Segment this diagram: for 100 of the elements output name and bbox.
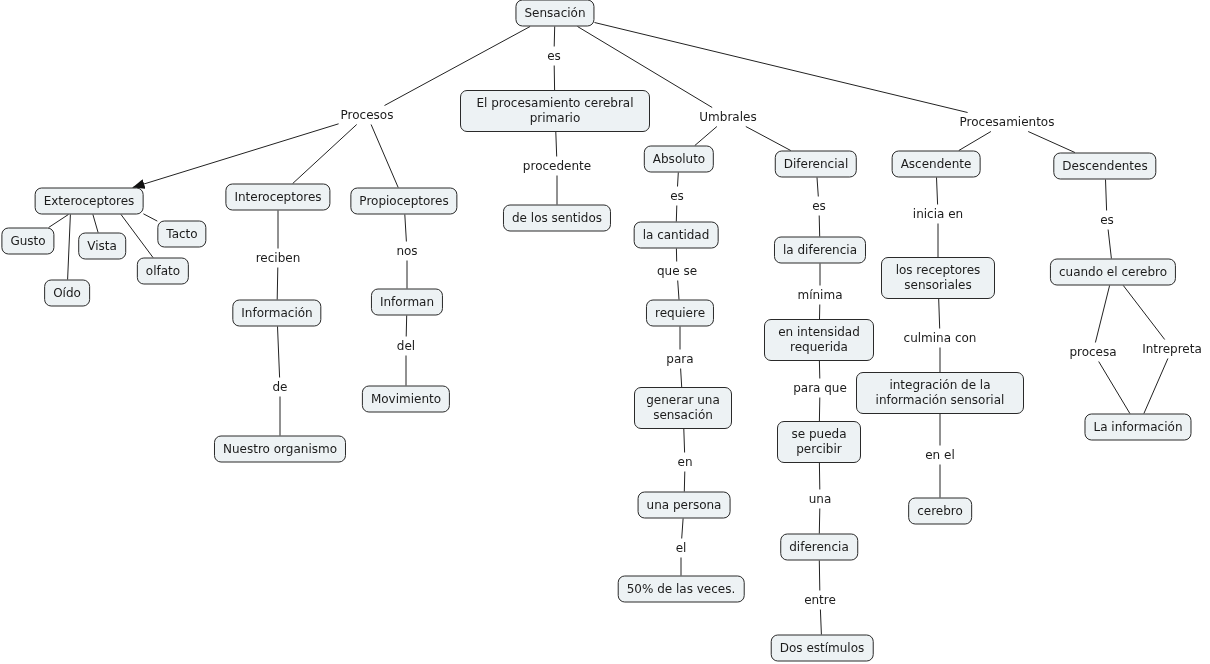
connector-line — [556, 175, 558, 205]
linking-phrase: que se — [656, 263, 698, 279]
concept-box: de los sentidos — [503, 204, 611, 232]
linking-phrase: culmina con — [903, 330, 977, 346]
connector-line — [818, 360, 821, 379]
connector-line — [677, 280, 680, 300]
connector-line — [958, 131, 992, 151]
connector-line — [594, 22, 969, 113]
connector-line — [818, 397, 821, 422]
concept-box: Descendentes — [1053, 152, 1157, 180]
linking-phrase: es — [1100, 212, 1114, 228]
concept-box: Gusto — [1, 227, 55, 255]
connector-line — [677, 172, 679, 187]
linking-phrase: Intrepreta — [1142, 341, 1202, 357]
connector-line — [277, 326, 281, 378]
connector-line — [48, 214, 69, 228]
connector-line — [683, 428, 686, 453]
connector-line — [819, 304, 821, 320]
concept-box: Oído — [44, 279, 90, 307]
concept-box: los receptores sensoriales — [881, 257, 995, 299]
linking-phrase: es — [547, 48, 561, 64]
connector-line — [745, 126, 792, 151]
connector-line — [1143, 358, 1169, 414]
linking-phrase: para — [666, 351, 694, 367]
concept-box: una persona — [637, 491, 731, 519]
linking-phrase: una — [808, 491, 832, 507]
connector-line — [1107, 229, 1112, 259]
connector-line — [818, 462, 821, 490]
connector-line — [818, 215, 821, 237]
connector-line — [292, 124, 358, 184]
connector-line — [675, 248, 678, 262]
concept-box: Información — [232, 299, 322, 327]
connector-line — [405, 315, 408, 337]
connector-line — [553, 65, 556, 91]
connector-line — [694, 126, 718, 146]
concept-box: Nuestro organismo — [214, 435, 346, 463]
concept-box: Diferencial — [774, 150, 858, 178]
linking-phrase: mínima — [797, 287, 843, 303]
connector-line — [276, 267, 279, 300]
connector-line — [675, 205, 678, 222]
connector-line — [577, 26, 713, 108]
linking-phrase: en el — [925, 447, 955, 463]
connector-line — [939, 347, 941, 373]
connector-line — [279, 396, 281, 436]
connector-line — [405, 355, 407, 386]
concept-box: diferencia — [780, 533, 858, 561]
concept-box: El procesamiento cerebral primario — [460, 90, 650, 132]
connector-line — [142, 213, 158, 222]
connector-line — [384, 26, 531, 106]
linking-phrase: del — [396, 338, 416, 354]
linking-phrase: es — [670, 188, 684, 204]
linking-phrase: es — [812, 198, 826, 214]
connector-line — [1105, 179, 1108, 211]
connector-line — [680, 557, 682, 576]
linking-phrase: reciben — [255, 250, 301, 266]
concept-box: Informan — [370, 288, 444, 316]
connector-line — [679, 326, 681, 350]
connector-line — [819, 263, 821, 286]
connector-line — [67, 214, 71, 280]
connector-line — [937, 223, 939, 258]
connector-line — [92, 214, 99, 233]
connector-line — [404, 214, 407, 242]
connector-line — [819, 609, 822, 635]
connector-line — [936, 177, 939, 205]
connector-line — [681, 518, 684, 539]
linking-phrase: Procesos — [340, 107, 394, 123]
concept-box: olfato — [136, 257, 190, 285]
arrow — [132, 123, 340, 189]
concept-box: Exteroceptores — [34, 187, 144, 215]
concept-box: se pueda percibir — [777, 421, 861, 463]
connector-line — [680, 368, 683, 388]
concept-box: cerebro — [908, 497, 972, 525]
concept-box: en intensidad requerida — [764, 319, 874, 361]
linking-phrase: inicia en — [912, 206, 964, 222]
connector-line — [277, 210, 279, 249]
connector-line — [939, 413, 941, 446]
concept-box: Tacto — [157, 220, 207, 248]
concept-box: integración de la información sensorial — [856, 372, 1024, 414]
linking-phrase: el — [675, 540, 687, 556]
concept-box: cuando el cerebro — [1049, 258, 1177, 286]
connector-line — [370, 124, 399, 188]
concept-box: requiere — [646, 299, 714, 327]
linking-phrase: Umbrales — [699, 109, 757, 125]
linking-phrase: en — [677, 454, 693, 470]
connector-line — [555, 131, 558, 157]
connector-line — [939, 464, 941, 498]
linking-phrase: para que — [793, 380, 847, 396]
connector-line — [816, 177, 819, 197]
connector-line — [1122, 285, 1166, 340]
connector-line — [1094, 285, 1111, 343]
connector-line — [683, 471, 686, 492]
linking-phrase: de — [272, 379, 288, 395]
linking-phrase: procedente — [522, 158, 592, 174]
connector-line — [818, 560, 821, 591]
connector-line — [1098, 361, 1131, 414]
concept-box: Sensación — [515, 0, 595, 27]
concept-box: Dos estímulos — [770, 634, 874, 662]
concept-box: Absoluto — [643, 145, 715, 173]
concept-box: Vista — [78, 232, 126, 260]
concept-box: Propioceptores — [350, 187, 458, 215]
